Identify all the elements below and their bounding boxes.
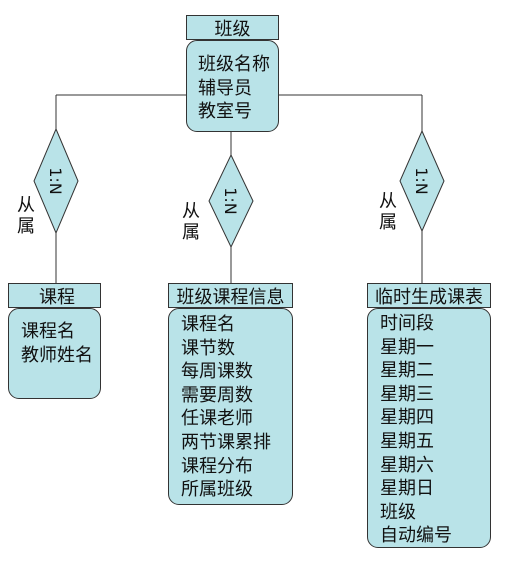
attribute: 任课老师 xyxy=(181,408,253,430)
relationship-diamond-class-course-info xyxy=(208,153,254,249)
relationship-label-line: 属 xyxy=(182,222,200,243)
attribute: 星期日 xyxy=(380,478,434,500)
entity-temp-schedule-title: 临时生成课表 xyxy=(367,283,491,308)
attribute: 班级 xyxy=(380,501,416,523)
attribute: 需要周数 xyxy=(181,384,253,406)
relationship-diamond-temp-schedule xyxy=(399,129,445,233)
relationship-label-course: 从 属 xyxy=(16,195,36,237)
attribute: 星期三 xyxy=(380,383,434,405)
relationship-label-line: 属 xyxy=(379,212,397,233)
attribute: 每周课数 xyxy=(181,361,253,383)
entity-class-attributes: 班级名称 辅导员 教室号 xyxy=(198,53,270,124)
attribute: 所属班级 xyxy=(181,479,253,501)
entity-class-course-info-attributes-box xyxy=(168,308,293,505)
entity-course-attributes: 课程名 教师姓名 xyxy=(21,320,93,367)
entity-class-course-info-attributes: 课程名 课节数 每周课数 需要周数 任课老师 两节课累排 课程分布 所属班级 xyxy=(181,313,271,502)
entity-course-title: 课程 xyxy=(8,283,101,308)
attribute: 课程名 xyxy=(21,321,75,342)
entity-class-course-info-title: 班级课程信息 xyxy=(168,283,293,308)
relationship-label-class-course-info: 从 属 xyxy=(181,201,201,243)
entity-temp-schedule-attributes-box xyxy=(367,308,491,548)
relationship-label-line: 属 xyxy=(17,216,35,237)
attribute: 星期四 xyxy=(380,407,434,429)
attribute: 星期五 xyxy=(380,430,434,452)
cardinality-label-course: 1:N xyxy=(46,167,65,195)
attribute: 课程名 xyxy=(181,314,235,335)
relationship-diamond-course xyxy=(33,127,79,235)
relationship-label-line: 从 xyxy=(379,191,397,212)
attribute: 教室号 xyxy=(198,101,252,123)
entity-class-title: 班级 xyxy=(186,15,279,40)
entity-course-attributes-box xyxy=(8,308,101,399)
attribute: 辅导员 xyxy=(198,77,252,99)
relationship-label-line: 从 xyxy=(17,195,35,216)
attribute: 时间段 xyxy=(380,313,434,334)
attribute: 班级名称 xyxy=(198,54,270,75)
relationship-label-line: 从 xyxy=(182,201,200,222)
attribute: 自动编号 xyxy=(380,525,452,547)
relationship-label-temp-schedule: 从 属 xyxy=(378,191,398,233)
attribute: 课节数 xyxy=(181,337,235,359)
cardinality-label-temp-schedule: 1:N xyxy=(412,167,431,195)
cardinality-label-class-course-info: 1:N xyxy=(221,187,240,215)
attribute: 星期二 xyxy=(380,360,434,382)
attribute: 课程分布 xyxy=(181,455,253,477)
attribute: 星期一 xyxy=(380,336,434,358)
attribute: 教师姓名 xyxy=(21,344,93,366)
attribute: 星期六 xyxy=(380,454,434,476)
attribute: 两节课累排 xyxy=(181,431,271,453)
entity-class-attributes-box xyxy=(186,40,279,132)
entity-temp-schedule-attributes: 时间段 星期一 星期二 星期三 星期四 星期五 星期六 星期日 班级 自动编号 xyxy=(380,312,452,548)
